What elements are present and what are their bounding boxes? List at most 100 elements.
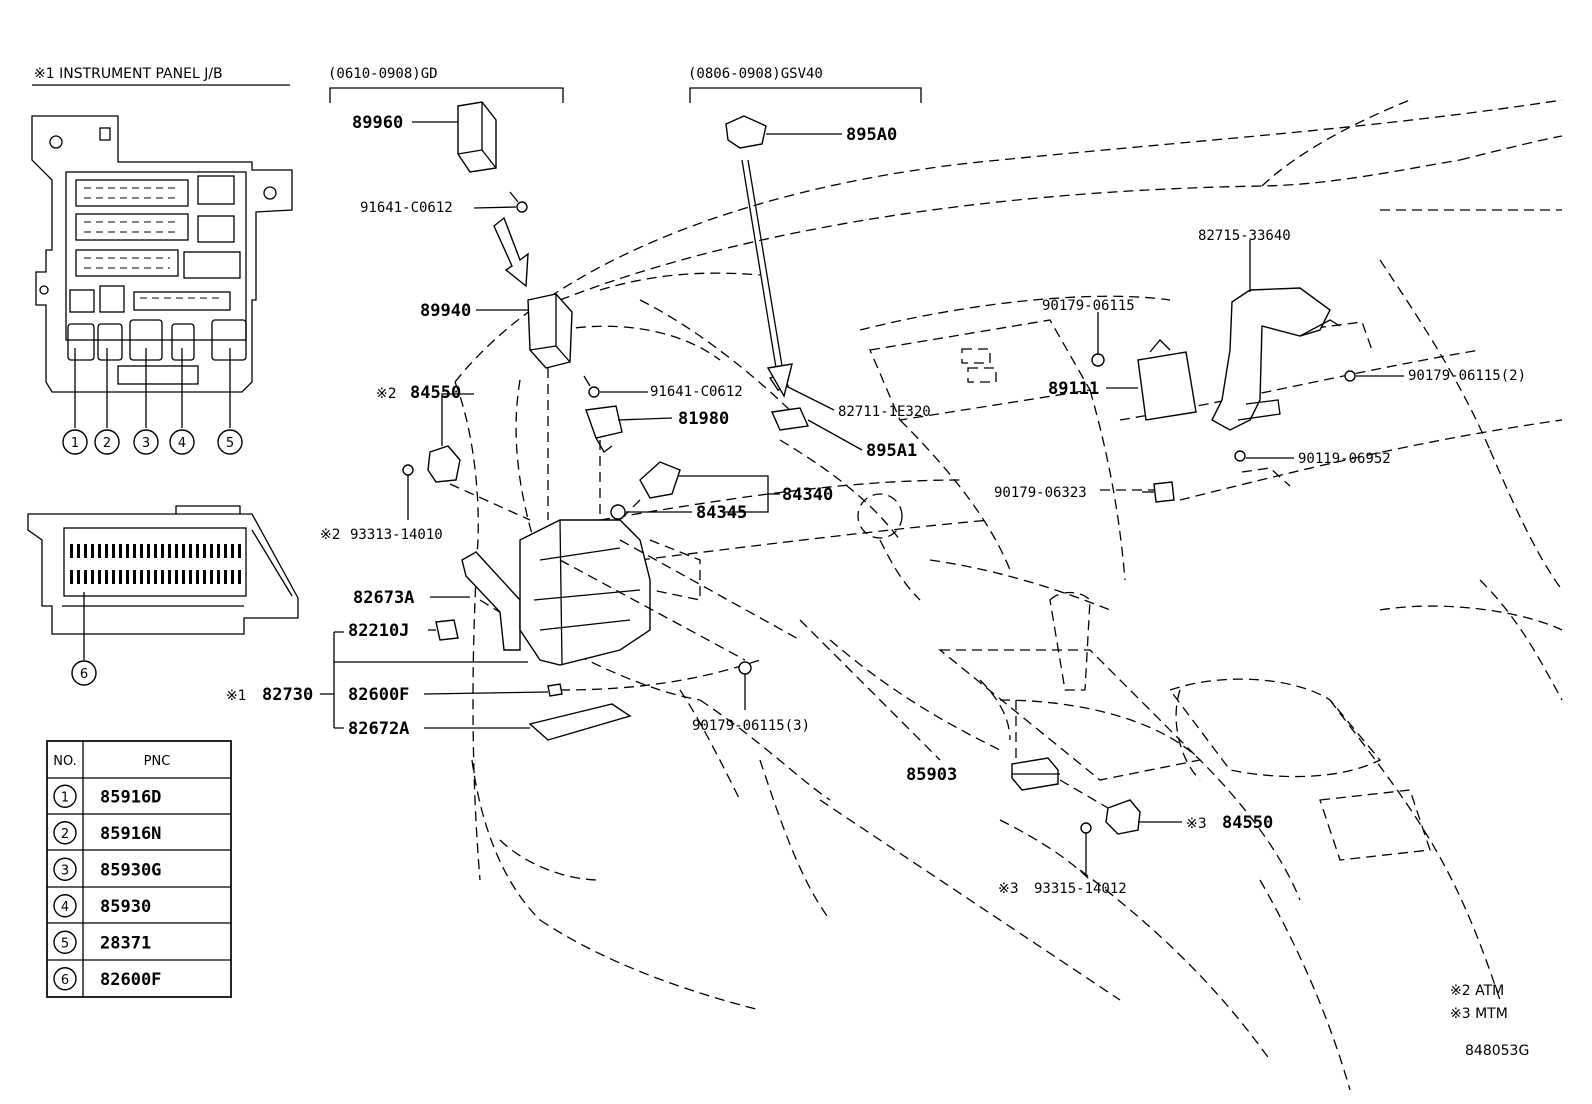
relay-82600F-icon [547,683,563,697]
label-82715: 82715-33640 [1198,228,1291,244]
row-number-circle [53,784,77,808]
table-header-no: NO. [53,754,77,769]
row-number: 3 [61,863,69,878]
row-pnc: 28371 [100,933,151,953]
nut-icon [1091,353,1105,367]
note-mtm: ※3 MTM [1450,1006,1508,1022]
svg-text:5: 5 [226,436,234,451]
label-90179-2: 90179-06115(2) [1408,368,1526,384]
label-82730: 82730 [262,685,313,705]
screw-icon [402,464,414,476]
switch-84340-icon [639,461,681,499]
cover-82672A-icon [528,703,632,741]
row-number: 5 [61,936,69,951]
label-90179-c: 90179-06323 [994,485,1087,501]
label-84550b: 84550 [1222,813,1273,833]
label-89111: 89111 [1048,379,1099,399]
row-number: 4 [61,900,69,915]
table-row: 4 85930 [53,894,151,918]
bracket-82715-icon [1211,287,1331,431]
mount-slot-icon [99,127,111,141]
label-82730-mark: ※1 [226,688,247,704]
group-bracket-gsv40 [689,87,922,103]
relay-4 [171,323,195,361]
junction-block-detail: ※1 INSTRUMENT PANEL J/B [27,66,299,686]
leader-lines [320,121,1404,874]
jb-top-view [31,115,293,393]
fuse-rows [69,175,241,313]
part-shapes [402,101,1356,835]
mount-hole-icon [263,186,277,200]
svg-text:1: 1 [71,436,79,451]
jb-callouts: 1 2 3 4 5 6 [62,429,243,686]
label-82673A: 82673A [353,588,414,608]
label-85903: 85903 [906,765,957,785]
row-number-circle [53,821,77,845]
label-91641-a: 91641-C0612 [360,200,453,216]
label-89940: 89940 [420,301,471,321]
label-82600F: 82600F [348,685,409,705]
label-84550-mark: ※2 [376,386,397,402]
row-number-circle [53,930,77,954]
label-93315-mark: ※3 [998,881,1019,897]
row-number: 6 [61,973,69,988]
group-label-gd: (0610-0908)GD [328,66,438,82]
label-82672A: 82672A [348,719,409,739]
jb-connector [117,365,199,385]
row-number: 2 [61,827,69,842]
label-84345: 84345 [696,503,747,523]
svg-text:6: 6 [80,667,88,682]
row-number: 1 [61,790,69,805]
row-pnc: 85930 [100,897,151,917]
jb-82730-icon [519,519,651,666]
label-81980: 81980 [678,409,729,429]
relay-81980-icon [585,405,623,439]
label-93313-mark: ※2 [320,527,341,543]
mount-hole-icon [49,135,63,149]
label-91641-b: 91641-C0612 [650,384,743,400]
row-number-circle [53,857,77,881]
bracket-82673A-icon [461,551,521,651]
label-90119: 90119-06952 [1298,451,1391,467]
table-row: 5 28371 [53,930,151,954]
sensor-895A1-icon [770,407,810,431]
nut-icon [1344,370,1356,382]
jb-side-pins [70,544,241,584]
svg-text:4: 4 [178,436,186,451]
jb-side-view [27,513,299,635]
label-84340: 84340 [782,485,833,505]
diagram-id: 848053G [1465,1043,1529,1059]
cap-84345-icon [610,504,626,520]
bolt-icon [588,386,600,398]
jb-fuse-area [65,171,247,341]
label-84550: 84550 [410,383,461,403]
label-93315: 93315-14012 [1034,881,1127,897]
arrow-down-icon [493,216,529,288]
label-90179-a: 90179-06115 [1042,298,1135,314]
relay-1 [67,323,95,361]
label-82210J: 82210J [348,621,409,641]
callout-leaders [74,348,231,660]
bolt-icon [1234,450,1246,462]
dashed-leaders [449,368,1154,809]
relay-2 [97,323,123,361]
switch-84550-icon [427,445,461,483]
row-number-circle [53,967,77,991]
svg-text:3: 3 [142,436,150,451]
sensor-895A0-icon [725,115,767,149]
svg-text:2: 2 [103,436,111,451]
switch-84550-right-icon [1105,799,1141,835]
label-89960: 89960 [352,113,403,133]
label-82711: 82711-1E320 [838,404,931,420]
row-number-circle [53,894,77,918]
group-label-gsv40: (0806-0908)GSV40 [688,66,823,82]
table-header-pnc: PNC [144,754,171,769]
relay-5 [211,319,247,361]
connector-82210J-icon [435,619,459,641]
